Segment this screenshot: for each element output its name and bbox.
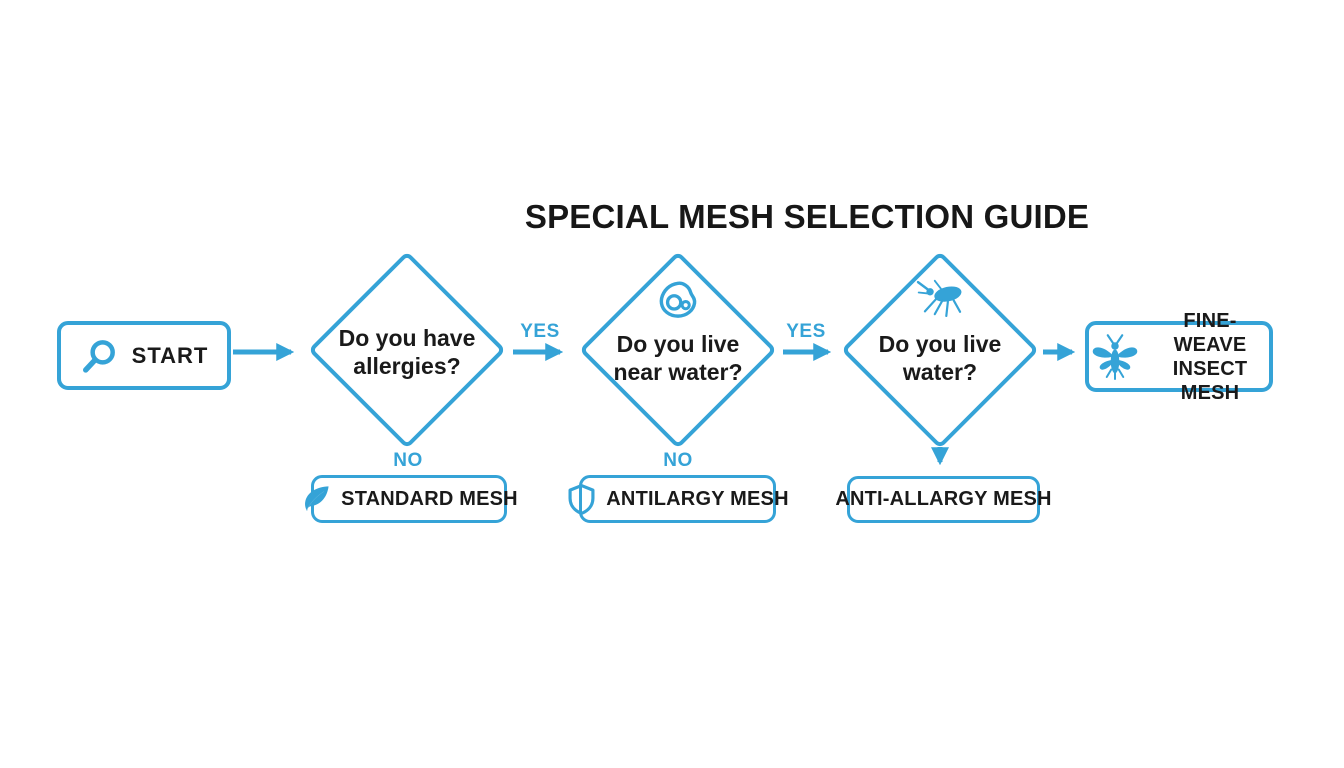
mosquito-icon xyxy=(913,278,969,324)
outcome-antilargy-mesh: ANTILARGY MESH xyxy=(568,475,789,523)
no-label-1: NO xyxy=(393,450,423,471)
shield-icon xyxy=(566,483,597,516)
question-line: Do you live xyxy=(616,331,740,357)
outcome-anti-allargy-mesh: ANTI-ALLARGY MESH xyxy=(835,476,1051,523)
start-node: START xyxy=(57,321,231,390)
start-label: START xyxy=(131,342,209,368)
outcome-standard-mesh: STANDARD MESH xyxy=(305,475,518,523)
outcome-label-line: FINE-WEAVE xyxy=(1173,309,1247,356)
page-title: SPECIAL MESH SELECTION GUIDE xyxy=(524,198,1090,235)
question-line: near water? xyxy=(613,359,743,385)
decision-near-water-question: Do you live near water? xyxy=(583,330,773,386)
outcome-label-line: INSECT MESH xyxy=(1172,357,1248,404)
question-line: water? xyxy=(902,359,978,385)
outcome-label: STANDARD MESH xyxy=(341,487,518,510)
decision-water-question: Do you live water? xyxy=(845,330,1035,386)
outcome-label: ANTILARGY MESH xyxy=(606,487,789,510)
outcome-label: ANTI-ALLARGY MESH xyxy=(835,488,1052,510)
question-line: Do you have xyxy=(338,325,476,351)
outcome-label: FINE-WEAVE INSECT MESH xyxy=(1151,309,1269,405)
yes-label-1: YES xyxy=(520,321,560,342)
outcome-fine-weave-insect-mesh: FINE-WEAVE INSECT MESH xyxy=(1085,310,1273,404)
decision-allergies-question: Do you have allergies? xyxy=(312,324,502,380)
insect-icon xyxy=(1089,332,1141,382)
no-label-2: NO xyxy=(663,450,693,471)
question-line: allergies? xyxy=(353,353,461,379)
magnifier-icon xyxy=(80,336,120,376)
leaf-icon xyxy=(300,483,332,515)
allergen-icon xyxy=(653,279,703,323)
yes-label-2: YES xyxy=(786,321,826,342)
question-line: Do you live xyxy=(878,331,1002,357)
